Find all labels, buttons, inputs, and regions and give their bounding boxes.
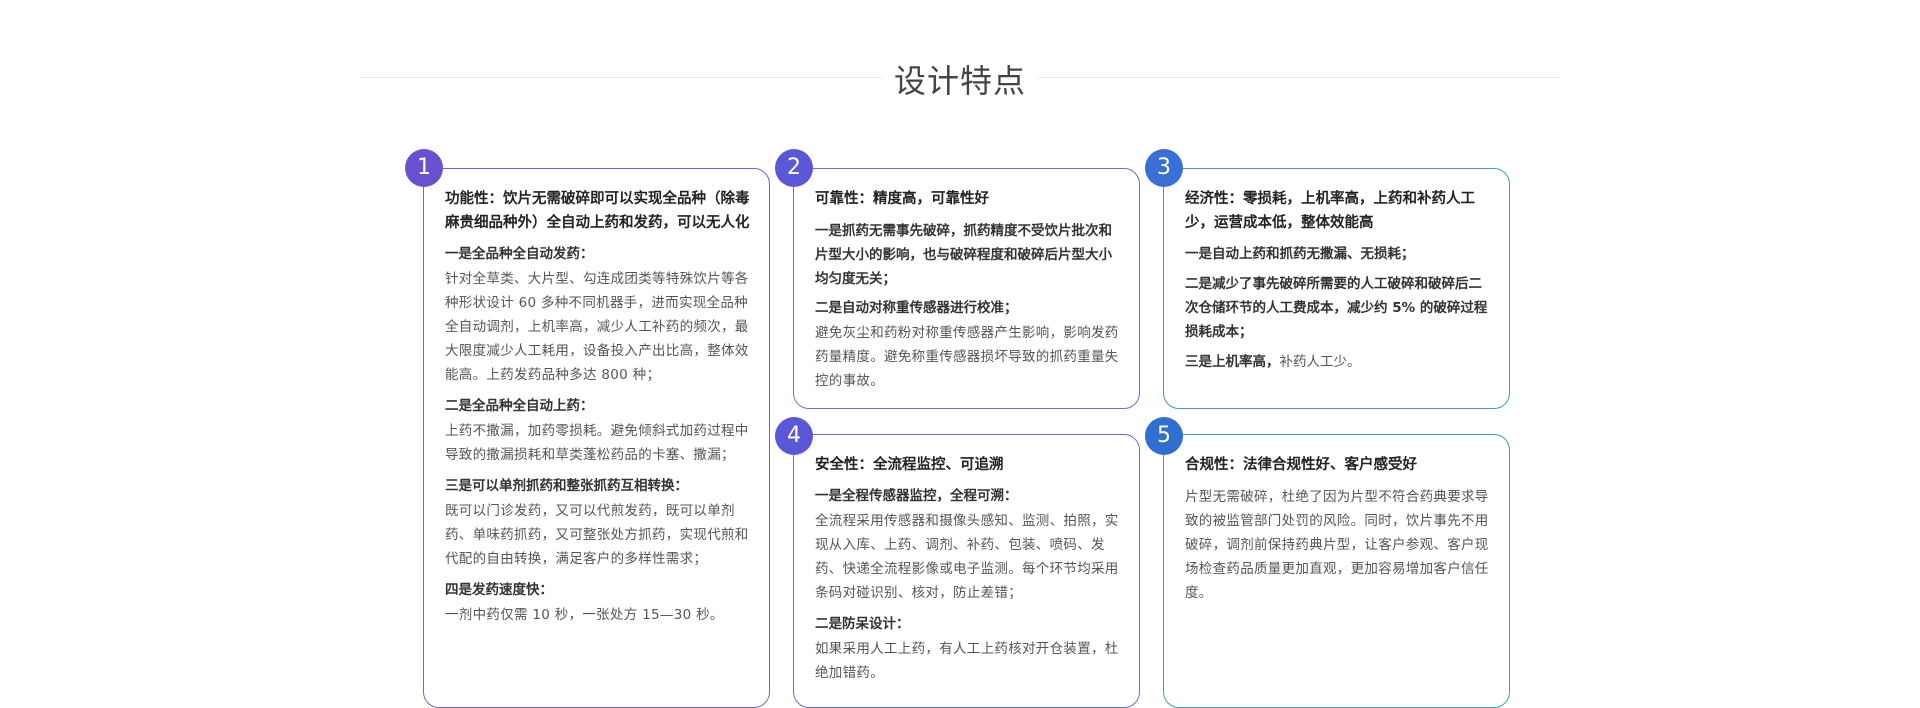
section-heading: 三是上机率高， xyxy=(1185,354,1280,370)
number-badge-5: 5 xyxy=(1145,417,1183,455)
feature-card-economy: 经济性：零损耗，上机率高，上药和补药人工少，运营成本低，整体效能高 一是自动上药… xyxy=(1163,168,1510,409)
number-badge-1: 1 xyxy=(405,149,443,187)
section-body: 一剂中药仅需 10 秒，一张处方 15—30 秒。 xyxy=(445,607,724,623)
section-heading: 二是全品种全自动上药： xyxy=(445,398,594,414)
feature-card-compliance: 合规性：法律合规性好、客户感受好 片型无需破碎，杜绝了因为片型不符合药典要求导致… xyxy=(1163,434,1510,708)
number-badge-3: 3 xyxy=(1145,149,1183,187)
section-heading: 三是可以单剂抓药和整张抓药互相转换： xyxy=(445,478,688,494)
section-inline: 三是上机率高，补药人工少。 xyxy=(1185,350,1491,374)
section-body: 全流程采用传感器和摄像头感知、监测、拍照，实现从入库、上药、调剂、补药、包装、喷… xyxy=(815,513,1119,601)
section-heading: 一是全品种全自动发药： xyxy=(445,246,594,262)
section-body: 片型无需破碎，杜绝了因为片型不符合药典要求导致的被监管部门处罚的风险。同时，饮片… xyxy=(1185,489,1489,601)
card-title: 经济性：零损耗，上机率高，上药和补药人工少，运营成本低，整体效能高 xyxy=(1185,191,1475,231)
section-body: 既可以门诊发药，又可以代煎发药，既可以单剂药、单味药抓药，又可整张处方抓药，实现… xyxy=(445,503,749,567)
card-title: 可靠性：精度高，可靠性好 xyxy=(815,191,989,207)
section-heading: 四是发药速度快： xyxy=(445,582,553,598)
section-body: 避免灰尘和药粉对称重传感器产生影响，影响发药药量精度。避免称重传感器损坏导致的抓… xyxy=(815,325,1119,389)
card-title: 安全性：全流程监控、可追溯 xyxy=(815,457,1004,473)
section-heading: 二是自动对称重传感器进行校准； xyxy=(815,300,1018,316)
section-heading: 二是防呆设计： xyxy=(815,616,910,632)
card-title: 功能性：饮片无需破碎即可以实现全品种（除毒麻贵细品种外）全自动上药和发药，可以无… xyxy=(445,191,750,231)
section-body: 上药不撒漏，加药零损耗。避免倾斜式加药过程中导致的撒漏损耗和草类蓬松药品的卡塞、… xyxy=(445,423,749,463)
section-heading: 一是自动上药和抓药无撒漏、无损耗； xyxy=(1185,246,1415,262)
number-badge-4: 4 xyxy=(775,417,813,455)
feature-card-safety: 安全性：全流程监控、可追溯 一是全程传感器监控，全程可溯： 全流程采用传感器和摄… xyxy=(793,434,1140,708)
section-heading: 一是抓药无需事先破碎，抓药精度不受饮片批次和片型大小的影响，也与破碎程度和破碎后… xyxy=(815,223,1112,287)
page-title: 设计特点 xyxy=(881,56,1039,102)
section-heading: 二是减少了事先破碎所需要的人工破碎和破碎后二次仓储环节的人工费成本，减少约 5%… xyxy=(1185,276,1488,340)
section-body: 针对全草类、大片型、勾连成团类等特殊饮片等各种形状设计 60 多种不同机器手，进… xyxy=(445,271,749,383)
number-badge-2: 2 xyxy=(775,149,813,187)
feature-card-reliability: 可靠性：精度高，可靠性好 一是抓药无需事先破碎，抓药精度不受饮片批次和片型大小的… xyxy=(793,168,1140,409)
feature-card-functionality: 功能性：饮片无需破碎即可以实现全品种（除毒麻贵细品种外）全自动上药和发药，可以无… xyxy=(423,168,770,708)
card-title: 合规性：法律合规性好、客户感受好 xyxy=(1185,457,1417,473)
section-heading: 一是全程传感器监控，全程可溯： xyxy=(815,488,1018,504)
section-body: 补药人工少。 xyxy=(1279,354,1361,370)
section-header: 设计特点 xyxy=(360,48,1560,108)
section-body: 如果采用人工上药，有人工上药核对开仓装置，杜绝加错药。 xyxy=(815,641,1119,681)
